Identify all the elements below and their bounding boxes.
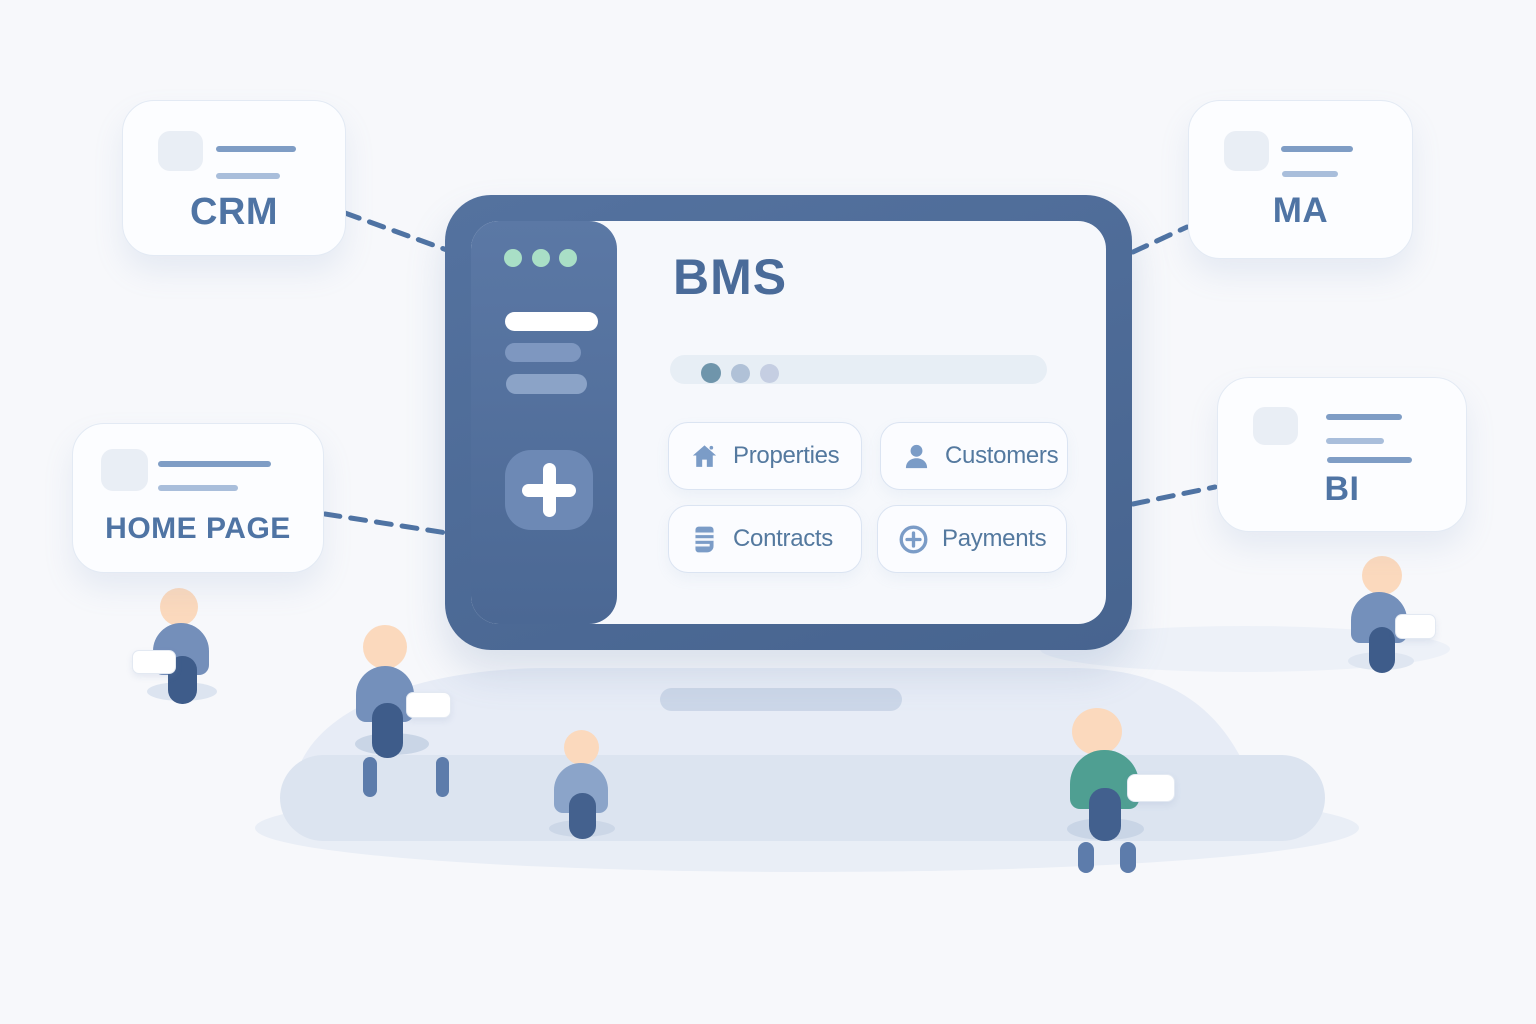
desk-top-shape <box>302 668 1242 772</box>
app-title: BMS <box>673 249 788 305</box>
card-text-line <box>1327 457 1412 463</box>
customers-label: Customers <box>945 442 1059 469</box>
person-torso <box>372 703 403 758</box>
bi-label: BI <box>1324 470 1360 508</box>
card-text-line <box>1326 414 1402 420</box>
speech-bubble <box>1395 614 1436 639</box>
desk-object-pill <box>660 688 902 711</box>
person-head <box>1362 556 1402 595</box>
crm-card[interactable]: CRM <box>122 100 346 256</box>
bi-card[interactable]: BI <box>1217 377 1467 532</box>
progress-dot-active <box>701 363 721 383</box>
window-dot-icon <box>504 249 522 267</box>
properties-label: Properties <box>733 442 840 469</box>
progress-dot <box>760 364 779 383</box>
card-text-line <box>1326 438 1384 444</box>
card-text-line <box>1282 171 1338 177</box>
person-torso <box>1369 627 1395 673</box>
connector-ma <box>1130 224 1190 255</box>
connector-home-page <box>322 511 450 536</box>
chair-leg <box>1078 842 1094 873</box>
add-button[interactable] <box>505 450 593 530</box>
sidebar-item[interactable] <box>505 343 581 362</box>
connector-bi <box>1130 484 1218 507</box>
progress-bar <box>670 355 1047 384</box>
card-placeholder-icon <box>101 449 148 491</box>
payments-button[interactable]: Payments <box>877 505 1067 573</box>
contracts-button[interactable]: Contracts <box>668 505 862 573</box>
card-placeholder-icon <box>1253 407 1298 445</box>
home-page-card[interactable]: HOME PAGE <box>72 423 324 573</box>
plus-circle-icon <box>899 525 928 553</box>
person-torso <box>1089 788 1121 841</box>
connector-crm <box>342 210 450 253</box>
person-torso <box>569 793 596 839</box>
customers-button[interactable]: Customers <box>880 422 1068 490</box>
speech-bubble <box>132 650 176 674</box>
desk-front-band <box>280 755 1325 841</box>
card-text-line <box>216 146 296 152</box>
card-text-line <box>1281 146 1353 152</box>
crm-label: CRM <box>189 191 279 233</box>
window-dot-icon <box>559 249 577 267</box>
window-dot-icon <box>532 249 550 267</box>
contracts-label: Contracts <box>733 525 834 552</box>
properties-button[interactable]: Properties <box>668 422 862 490</box>
sidebar-item-active[interactable] <box>505 312 598 331</box>
document-icon <box>695 526 714 552</box>
payments-label: Payments <box>942 525 1047 552</box>
card-text-line <box>216 173 280 179</box>
sidebar <box>471 221 617 624</box>
user-icon <box>905 444 928 468</box>
ma-label: MA <box>1272 191 1329 230</box>
speech-bubble <box>1127 774 1175 802</box>
chair-leg <box>363 757 377 797</box>
card-text-line <box>158 485 238 491</box>
person-head <box>564 730 599 765</box>
person-head <box>363 625 407 669</box>
speech-bubble <box>406 692 451 718</box>
home-page-label: HOME PAGE <box>105 512 291 545</box>
person-head <box>160 588 198 626</box>
progress-dot <box>731 364 750 383</box>
sidebar-item[interactable] <box>506 374 587 394</box>
person-head <box>1072 708 1122 755</box>
card-placeholder-icon <box>1224 131 1269 171</box>
card-placeholder-icon <box>158 131 203 171</box>
chair-leg <box>436 757 449 797</box>
card-text-line <box>158 461 271 467</box>
home-icon <box>692 444 717 467</box>
chair-leg <box>1120 842 1136 873</box>
ma-card[interactable]: MA <box>1188 100 1413 259</box>
